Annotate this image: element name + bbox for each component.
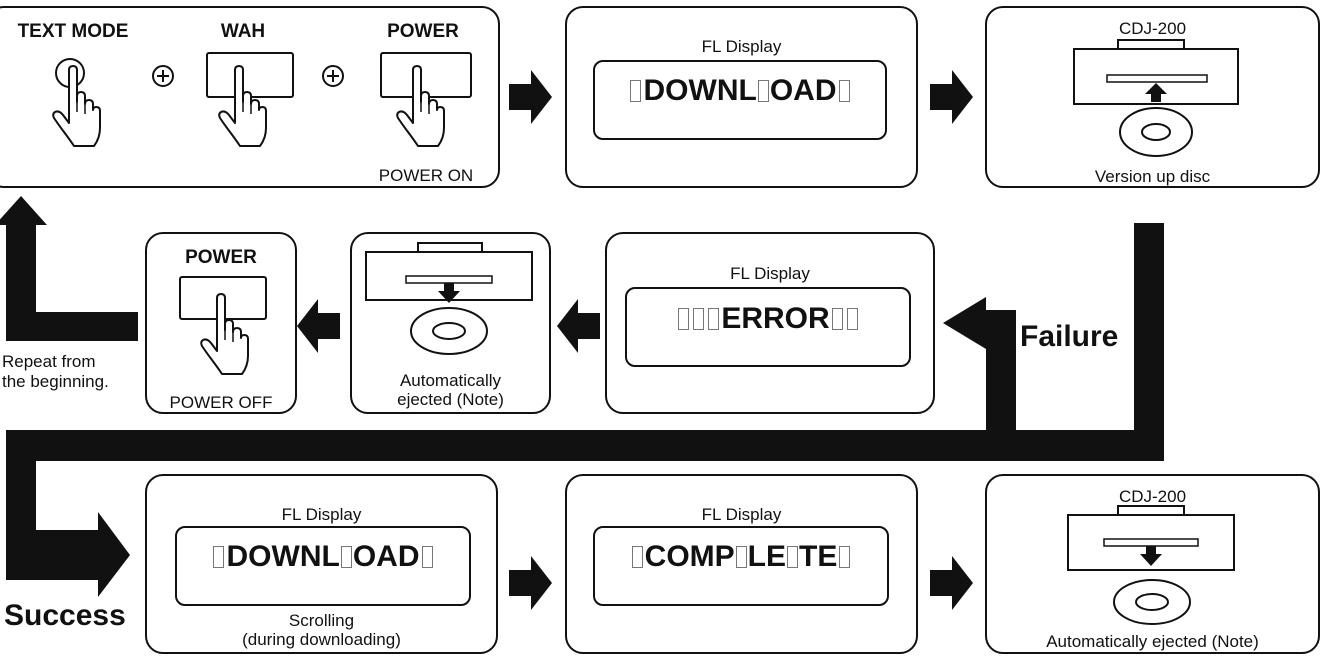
lcd-blank-cell xyxy=(630,80,642,102)
horizontal-split-bar xyxy=(6,430,1164,461)
lcd-blank-cell xyxy=(708,308,720,330)
hand-pointer-icon xyxy=(52,65,101,147)
complete-panel: FL Display C O M P L E T E xyxy=(565,474,918,654)
hand-pointer-icon xyxy=(396,65,445,147)
power-button[interactable] xyxy=(380,52,472,98)
plus-icon-2 xyxy=(322,65,344,87)
arrow-step1-to-2 xyxy=(509,70,552,124)
plus-icon-1 xyxy=(152,65,174,87)
repeat-caption-line1: Repeat from xyxy=(2,352,96,371)
hand-pointer-icon xyxy=(200,293,249,375)
lcd-blank-cell xyxy=(787,546,799,568)
cdj-eject-disc-icon xyxy=(1067,505,1235,625)
version-up-disc-caption: Version up disc xyxy=(1094,167,1211,186)
auto-ejected-caption: Automatically ejected (Note) xyxy=(1046,632,1259,651)
lcd-char: O xyxy=(769,74,794,107)
lcd-blank-cell xyxy=(631,546,643,568)
lcd-char: O xyxy=(352,540,377,573)
fl-display-title: FL Display xyxy=(701,37,782,56)
lcd-blank-cell xyxy=(735,546,747,568)
lcd-char: D xyxy=(226,540,249,573)
lcd-char: M xyxy=(689,540,715,573)
ejected-caption-line2: ejected (Note) xyxy=(397,390,504,409)
lcd-char: E xyxy=(766,540,787,573)
failure-label: Failure xyxy=(1020,320,1119,353)
hand-pointer-icon xyxy=(218,65,267,147)
power-off-caption: POWER OFF xyxy=(169,393,273,412)
lcd-char: D xyxy=(814,74,837,107)
lcd-blank-cell xyxy=(838,80,850,102)
power-on-caption: POWER ON xyxy=(378,166,474,185)
power-label: POWER xyxy=(387,21,459,42)
lcd-char: A xyxy=(376,540,398,573)
success-arrow xyxy=(6,512,130,597)
lcd-char: E xyxy=(721,302,742,335)
lcd-blank-cell xyxy=(678,308,690,330)
lcd-blank-cell xyxy=(421,546,433,568)
lcd-char: N xyxy=(299,540,322,573)
fl-display: C O M P L E T E xyxy=(593,526,889,606)
lcd-char: L xyxy=(747,540,766,573)
step2-panel: FL Display D O W N L O A D xyxy=(565,6,918,188)
lcd-blank-cell xyxy=(213,546,225,568)
repeat-caption-line2: the beginning. xyxy=(2,372,109,391)
lcd-blank-cell xyxy=(757,80,769,102)
lcd-char: D xyxy=(643,74,666,107)
arrow-step2-to-3 xyxy=(930,70,973,124)
fl-display: D O W N L O A D xyxy=(175,526,471,606)
lcd-blank-cell xyxy=(340,546,352,568)
cdj-eject-disc-icon xyxy=(365,242,533,355)
fl-display-title: FL Display xyxy=(730,264,810,283)
arrow-scroll-to-complete xyxy=(509,556,552,610)
cdj-insert-disc-icon xyxy=(1073,39,1239,157)
fl-display-title: FL Display xyxy=(281,505,362,524)
lcd-char: T xyxy=(799,540,818,573)
repeat-vertical-bar xyxy=(6,225,36,341)
repeat-up-arrow xyxy=(0,196,47,225)
cdj-200-label: CDJ-200 xyxy=(1118,487,1187,506)
lcd-char: W xyxy=(688,74,717,107)
scrolling-caption-line2: (during downloading) xyxy=(242,630,401,649)
lcd-blank-cell xyxy=(693,308,705,330)
text-mode-label: TEXT MODE xyxy=(17,21,129,42)
lcd-char: R xyxy=(763,302,785,335)
lcd-char: O xyxy=(784,302,809,335)
lcd-char: E xyxy=(817,540,838,573)
arrow-error-to-eject xyxy=(557,299,600,353)
lcd-blank-cell xyxy=(831,308,843,330)
lcd-char: R xyxy=(808,302,830,335)
ejected-caption-line1: Automatically xyxy=(399,371,502,390)
fl-display: E R R O R xyxy=(625,287,911,367)
scrolling-panel: FL Display D O W N L O A D Scrolling (du… xyxy=(145,474,498,654)
lcd-char: L xyxy=(738,74,757,107)
step3-panel: CDJ-200 Version up disc xyxy=(985,6,1320,188)
lcd-blank-cell xyxy=(846,308,858,330)
power-label: POWER xyxy=(185,247,257,268)
arrow-complete-to-final xyxy=(930,556,973,610)
lcd-char: O xyxy=(665,74,689,107)
lcd-char: N xyxy=(716,74,739,107)
lcd-char: R xyxy=(741,302,763,335)
arrow-eject-to-poweroff xyxy=(297,299,340,353)
failure-vertical-bar xyxy=(986,335,1016,435)
lcd-char: O xyxy=(666,540,690,573)
fl-display-title: FL Display xyxy=(701,505,782,524)
lcd-char: L xyxy=(321,540,340,573)
lcd-char: C xyxy=(644,540,667,573)
lcd-char: D xyxy=(397,540,420,573)
cdj-200-label: CDJ-200 xyxy=(1118,19,1187,38)
lcd-char: O xyxy=(248,540,272,573)
lcd-blank-cell xyxy=(839,546,851,568)
lcd-char: P xyxy=(714,540,735,573)
lcd-char: W xyxy=(271,540,300,573)
lcd-char: A xyxy=(793,74,815,107)
right-vertical-bar xyxy=(1134,223,1164,461)
wah-label: WAH xyxy=(220,21,266,42)
success-label: Success xyxy=(4,599,126,632)
fl-display: D O W N L O A D xyxy=(593,60,887,140)
scrolling-caption-line1: Scrolling xyxy=(288,611,355,630)
failure-arrow xyxy=(943,297,1016,349)
error-panel: FL Display E R R O R xyxy=(605,232,935,414)
